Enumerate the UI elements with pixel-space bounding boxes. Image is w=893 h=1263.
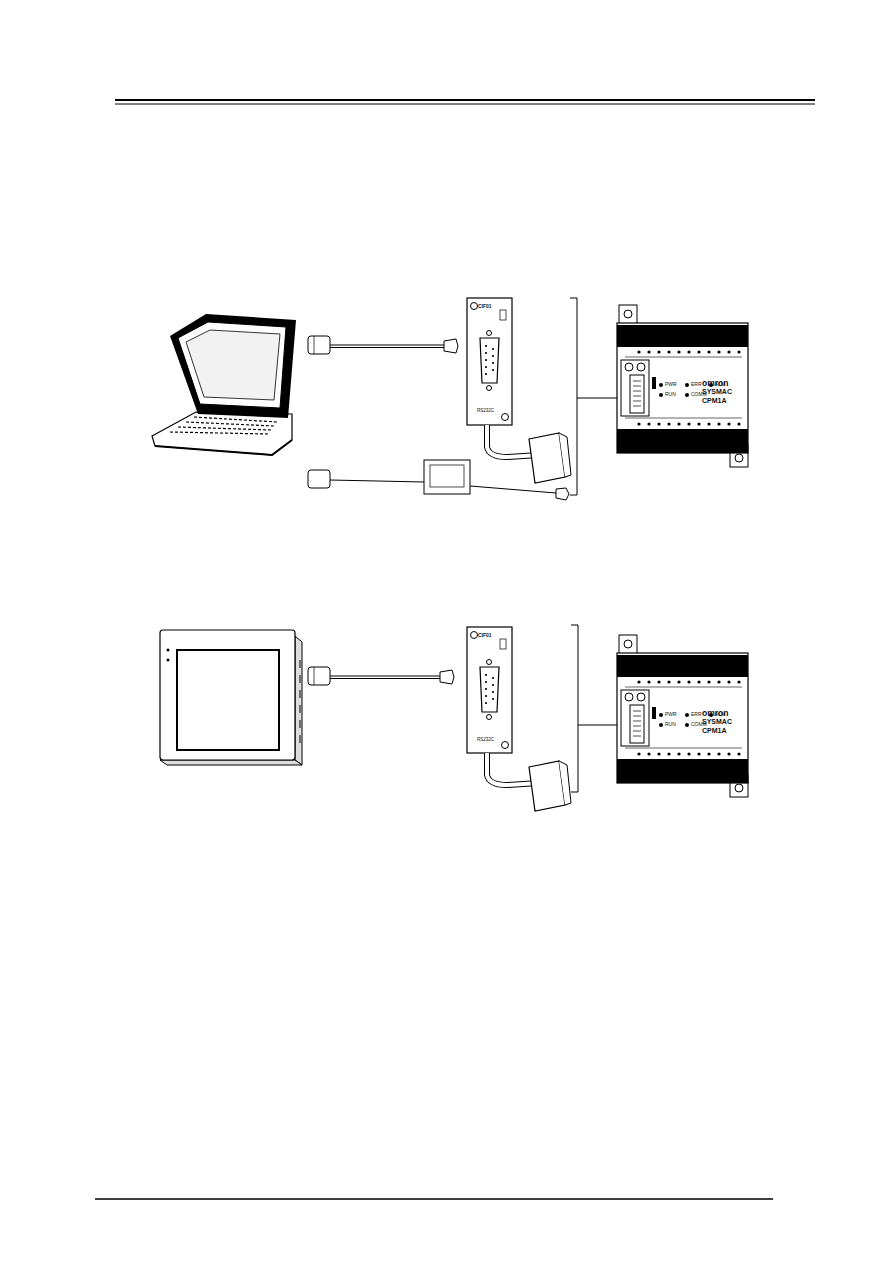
peripheral-port — [630, 375, 644, 413]
device-label: CPM1A — [702, 727, 727, 734]
device-label: ERR — [691, 712, 702, 717]
device-label: RUN — [665, 392, 676, 397]
laptop-computer — [152, 314, 296, 455]
device-label: CIF01 — [478, 633, 492, 638]
indicator-led — [659, 713, 663, 717]
terminal-band — [617, 325, 748, 347]
device-label: PWR — [665, 382, 677, 387]
plc-unit — [617, 305, 748, 467]
peripheral-port — [630, 705, 644, 743]
device-label: ALM — [715, 712, 725, 717]
device-label: ALM — [715, 382, 725, 387]
adapter-body — [467, 298, 512, 425]
plc-unit — [617, 635, 748, 797]
peripheral-plug — [529, 761, 565, 811]
device-label: RS232C — [477, 409, 494, 414]
header-rule — [115, 99, 815, 101]
device-label: COMM — [691, 722, 707, 727]
device-label: COMM — [691, 392, 707, 397]
connecting-cable — [308, 667, 454, 685]
connecting-cable — [308, 460, 569, 500]
rs232c-adapter — [467, 298, 571, 483]
rs232c-adapter — [467, 627, 571, 811]
device-label: ERR — [691, 382, 702, 387]
connecting-cable — [308, 336, 458, 354]
side-panel — [621, 360, 649, 416]
indicator-led — [659, 393, 663, 397]
indicator-led — [659, 723, 663, 727]
peripheral-plug — [529, 433, 565, 483]
adapter-body — [467, 627, 512, 753]
dsub-connector — [480, 667, 499, 712]
footer-rule — [95, 1198, 773, 1200]
indicator-led — [659, 383, 663, 387]
device-label: CPM1A — [702, 397, 727, 404]
device-label: CIF01 — [478, 304, 492, 309]
device-label: PWR — [665, 712, 677, 717]
indicator-led — [685, 723, 689, 727]
device-label: RUN — [665, 722, 676, 727]
touch-panel — [160, 630, 302, 765]
indicator-led — [685, 393, 689, 397]
plc-body — [617, 653, 748, 783]
indicator-led — [685, 713, 689, 717]
header-rule — [115, 104, 815, 105]
indicator-led — [685, 383, 689, 387]
dsub-connector — [480, 338, 499, 383]
device-label: RS232C — [477, 738, 494, 743]
terminal-band — [617, 759, 748, 783]
plc-body — [617, 323, 748, 453]
terminal-band — [617, 655, 748, 677]
terminal-band — [617, 429, 748, 453]
side-panel — [621, 690, 649, 746]
